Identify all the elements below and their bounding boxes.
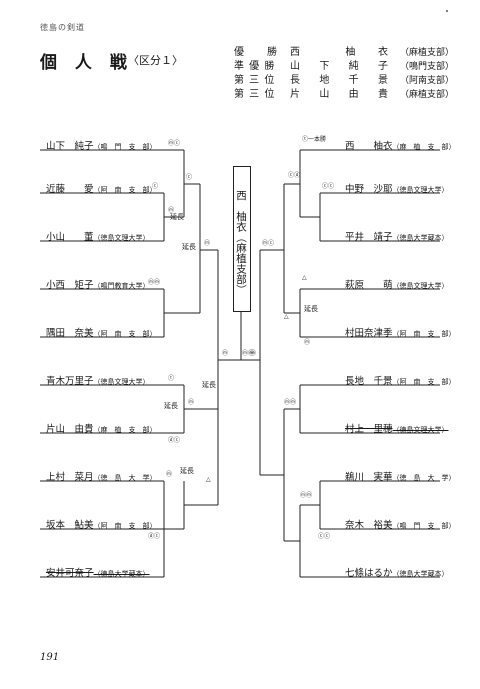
score-mark: ⓒⓒ [318,533,331,540]
score-mark: ⓣ [168,375,175,382]
page-number: 191 [40,652,60,663]
extension-label: 延長 [170,213,184,221]
left-player-5: 隅田 奈美（阿 南 支 部） [46,328,157,339]
left-player-7: 片山 由貴（麻 植 支 部） [46,424,157,435]
score-mark: ⓜ [204,240,211,247]
left-player-6: 青木万里子（徳島文理大学） [46,376,150,387]
score-mark: ⓜ [250,350,257,357]
section-title: 個 人 戦 [40,53,133,73]
loss-mark: △ [206,476,211,483]
score-mark: ⓒ [152,183,159,190]
left-player-2: 近藤 愛（阿 南 支 部） [46,184,157,195]
score-mark: ⓜ [168,207,175,214]
extension-label: 延長 [180,467,194,475]
score-mark: ⓜⓒ [262,240,275,247]
right-player-7: 村上 里穂（徳島文理大学） [345,424,449,435]
section-subtitle: 〈区分１〉 [128,54,183,67]
right-player-9: 奈木 裕美（鳴 門 支 部） [345,520,456,531]
extension-label: 延長 [182,243,196,251]
result-row-4: 第 三 位 片山由貴 （麻植支部） [234,89,455,100]
results-table: 優 勝 西柚衣 （麻植支部） 準 優 勝 山下純子 （鳴門支部） 第 三 位 長… [234,46,454,102]
score-mark: ⓜ [166,471,173,478]
right-player-10: 七條はるか（徳島大学蔵本） [345,568,449,579]
right-player-2: 中野 沙耶（徳島文理大学） [345,184,449,195]
score-mark: ⓓⓒ [148,533,161,540]
score-mark: ⓒⓒ [322,183,335,190]
score-mark: ⓜⓒ [168,140,181,147]
score-mark: ⓜⓜ [148,279,161,286]
loss-mark: △ [302,274,307,281]
extension-label: 延長 [304,305,318,313]
left-player-4: 小西 矩子（鳴門教育大学） [46,280,150,291]
right-player-4: 萩原 萌（徳島文理大学） [345,280,449,291]
score-mark: ⓒⓓ [288,172,301,179]
left-player-1: 山下 純子（鳴 門 支 部） [46,141,157,152]
right-player-5: 村田奈津季（阿 南 支 部） [345,328,456,339]
score-mark: ⓜ [188,399,195,406]
extension-label: 延長 [202,381,216,389]
left-player-8: 上村 菜月（徳 島 大 学） [46,472,157,483]
extension-label: 延長 [164,402,178,410]
score-mark: ⓣ一本勝 [302,136,327,143]
score-mark: ⓜⓜ [284,399,297,406]
left-player-3: 小山 董（徳島文理大学） [46,232,150,243]
left-player-10: 安井可奈子（徳島大学蔵本） [46,568,150,579]
right-player-3: 平井 靖子（徳島大学蔵本） [345,232,449,243]
score-mark: ⓜ [304,339,311,346]
score-mark: ⓓⓒ [168,437,181,444]
result-row-1: 優 勝 西柚衣 （麻植支部） [234,47,455,58]
score-mark: ⓜⓜ [242,350,255,357]
score-mark: ⓒ [186,174,193,181]
loss-mark: △ [284,313,289,320]
left-player-9: 坂本 鮎美（阿 南 支 部） [46,520,157,531]
right-player-8: 鵜川 実華（徳 島 大 学） [345,472,456,483]
result-row-2: 準 優 勝 山下純子 （鳴門支部） [234,61,455,72]
champion-box: 西 柚衣（麻植支部） [233,166,251,312]
score-mark: ⓜ [222,350,229,357]
right-player-1: 西 柚衣（麻 植 支 部） [345,141,456,152]
right-player-6: 長地 千景（阿 南 支 部） [345,376,456,387]
speck [446,10,448,12]
result-row-3: 第 三 位 長地千景 （阿南支部） [234,75,455,86]
page-header: 徳島の剣道 [40,23,85,32]
score-mark: ⓜⓜ [300,492,313,499]
